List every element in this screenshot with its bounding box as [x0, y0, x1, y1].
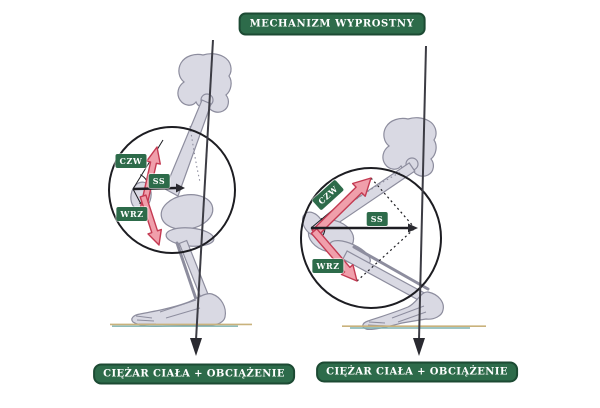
- left-figure: [108, 39, 252, 356]
- right-ss-label: SS: [366, 212, 388, 226]
- right-plumb-arrowhead: [413, 338, 425, 356]
- right-knee-circle: [300, 167, 442, 309]
- right-czw-arrow: [311, 177, 372, 237]
- right-ground-line: [342, 325, 486, 329]
- left-caption-badge: CIĘŻAR CIAŁA + OBCIĄŻENIE: [93, 363, 295, 385]
- right-wrz-label: WRZ: [312, 259, 344, 273]
- title-badge: MECHANIZM WYPROSTNY: [238, 12, 426, 36]
- right-foot-bones: [362, 291, 444, 331]
- left-plumb-line: [190, 39, 214, 356]
- left-czw-label: CZW: [115, 154, 147, 168]
- left-ss-arrow: [132, 186, 177, 191]
- left-wrz-label: WRZ: [116, 207, 148, 221]
- left-ss-label: SS: [148, 174, 170, 188]
- right-force-construction: [310, 177, 418, 282]
- left-femur-dotted-contour: [189, 125, 201, 183]
- right-femur-dotted-contour: [337, 171, 402, 213]
- left-femur-bone: [164, 99, 212, 197]
- right-wrz-arrow: [310, 227, 358, 282]
- right-figure: [300, 45, 486, 356]
- left-plumb-arrowhead: [190, 338, 202, 356]
- right-parallelogram-upper: [370, 177, 415, 228]
- left-foot-bones: [131, 293, 226, 327]
- right-caption-badge: CIĘŻAR CIAŁA + OBCIĄŻENIE: [316, 361, 518, 383]
- right-skeleton: [301, 117, 444, 331]
- right-plumb-line: [413, 45, 427, 356]
- right-fibula-bone: [352, 245, 430, 291]
- left-ground-line: [110, 323, 252, 327]
- left-knee-circle: [108, 126, 236, 254]
- left-femoral-condyle: [160, 194, 214, 230]
- left-tibial-plateau: [165, 227, 215, 247]
